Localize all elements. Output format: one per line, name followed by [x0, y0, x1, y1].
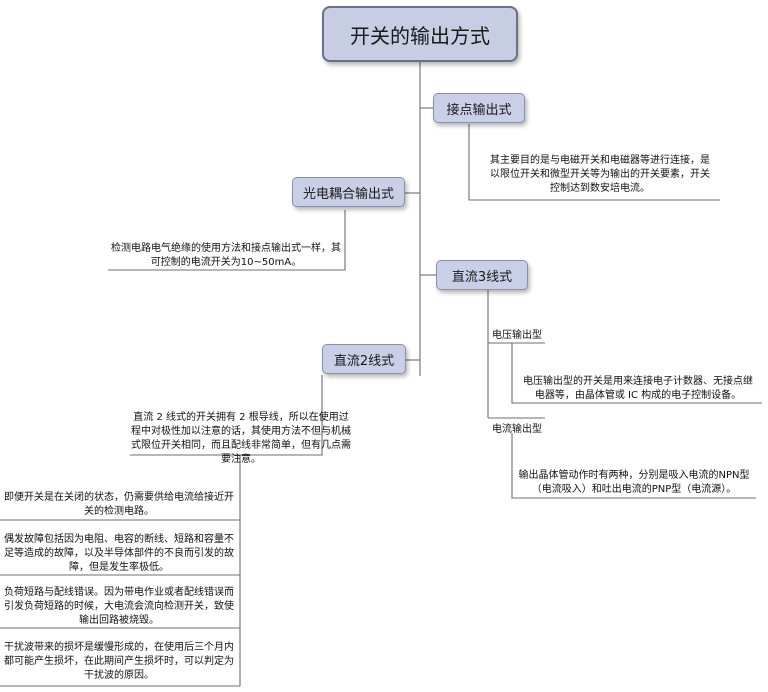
leaf-voltage-output[interactable]: 电压输出型	[492, 330, 542, 341]
branch-dc3-title: 直流3线式	[451, 269, 513, 285]
note-voltage-output: 电压输出型的开关是用来连接电子计数器、无接点继电器等，由晶体管或 IC 构成的电…	[523, 376, 753, 401]
note-contact: 其主要目的是与电磁开关和电磁器等进行连接，是以限位开关和微型开关等为输出的开关要…	[490, 155, 710, 194]
bracket-optocoupler	[108, 210, 346, 271]
note-dc2: 直流 2 线式的开关拥有 2 根导线，所以在使用过程中对极性加以注意的话，其使用…	[131, 412, 351, 465]
branch-optocoupler-title: 光电耦合输出式	[302, 186, 394, 202]
branch-dc2-title: 直流2线式	[333, 353, 395, 369]
dc2-point-4: 干扰波带来的损坏是缓慢形成的，在使用后三个月内都可能产生损坏，在此期间产生损坏时…	[4, 642, 234, 681]
bracket-current-note	[511, 433, 756, 499]
branch-optocoupler-output[interactable]: 光电耦合输出式	[292, 177, 405, 207]
branch-contact-output[interactable]: 接点输出式	[433, 93, 525, 123]
branch-dc2-wire[interactable]: 直流2线式	[322, 344, 406, 374]
bracket-dc2-note	[130, 375, 323, 456]
leaf-current-output[interactable]: 电流输出型	[492, 424, 542, 435]
bracket-voltage-note	[511, 343, 762, 404]
bracket-contact	[468, 124, 720, 201]
dc2-point-3: 负荷短路与配线错误。因为带电作业或者配线错误而引发负荷短路的时候，大电流会流向检…	[4, 587, 234, 626]
note-current-output: 输出晶体管动作时有两种，分别是吸入电流的NPN型（电流吸入）和吐出电流的PNP型…	[518, 470, 750, 495]
branch-contact-title: 接点输出式	[446, 102, 512, 118]
note-optocoupler: 检测电路电气绝缘的使用方法和接点输出式一样，其可控制的电流开关为10~50mA。	[111, 243, 341, 268]
root-topic[interactable]: 开关的输出方式	[322, 6, 518, 62]
dc2-point-1: 即便开关是在关闭的状态，仍需要供给电流给接近开关的检测电路。	[4, 492, 234, 517]
root-title: 开关的输出方式	[350, 23, 490, 48]
branch-dc3-wire[interactable]: 直流3线式	[436, 260, 528, 290]
dc2-point-2: 偶发故障包括因为电阻、电容的断线、短路和容量不足等造成的故障，以及半导体部件的不…	[4, 534, 234, 573]
